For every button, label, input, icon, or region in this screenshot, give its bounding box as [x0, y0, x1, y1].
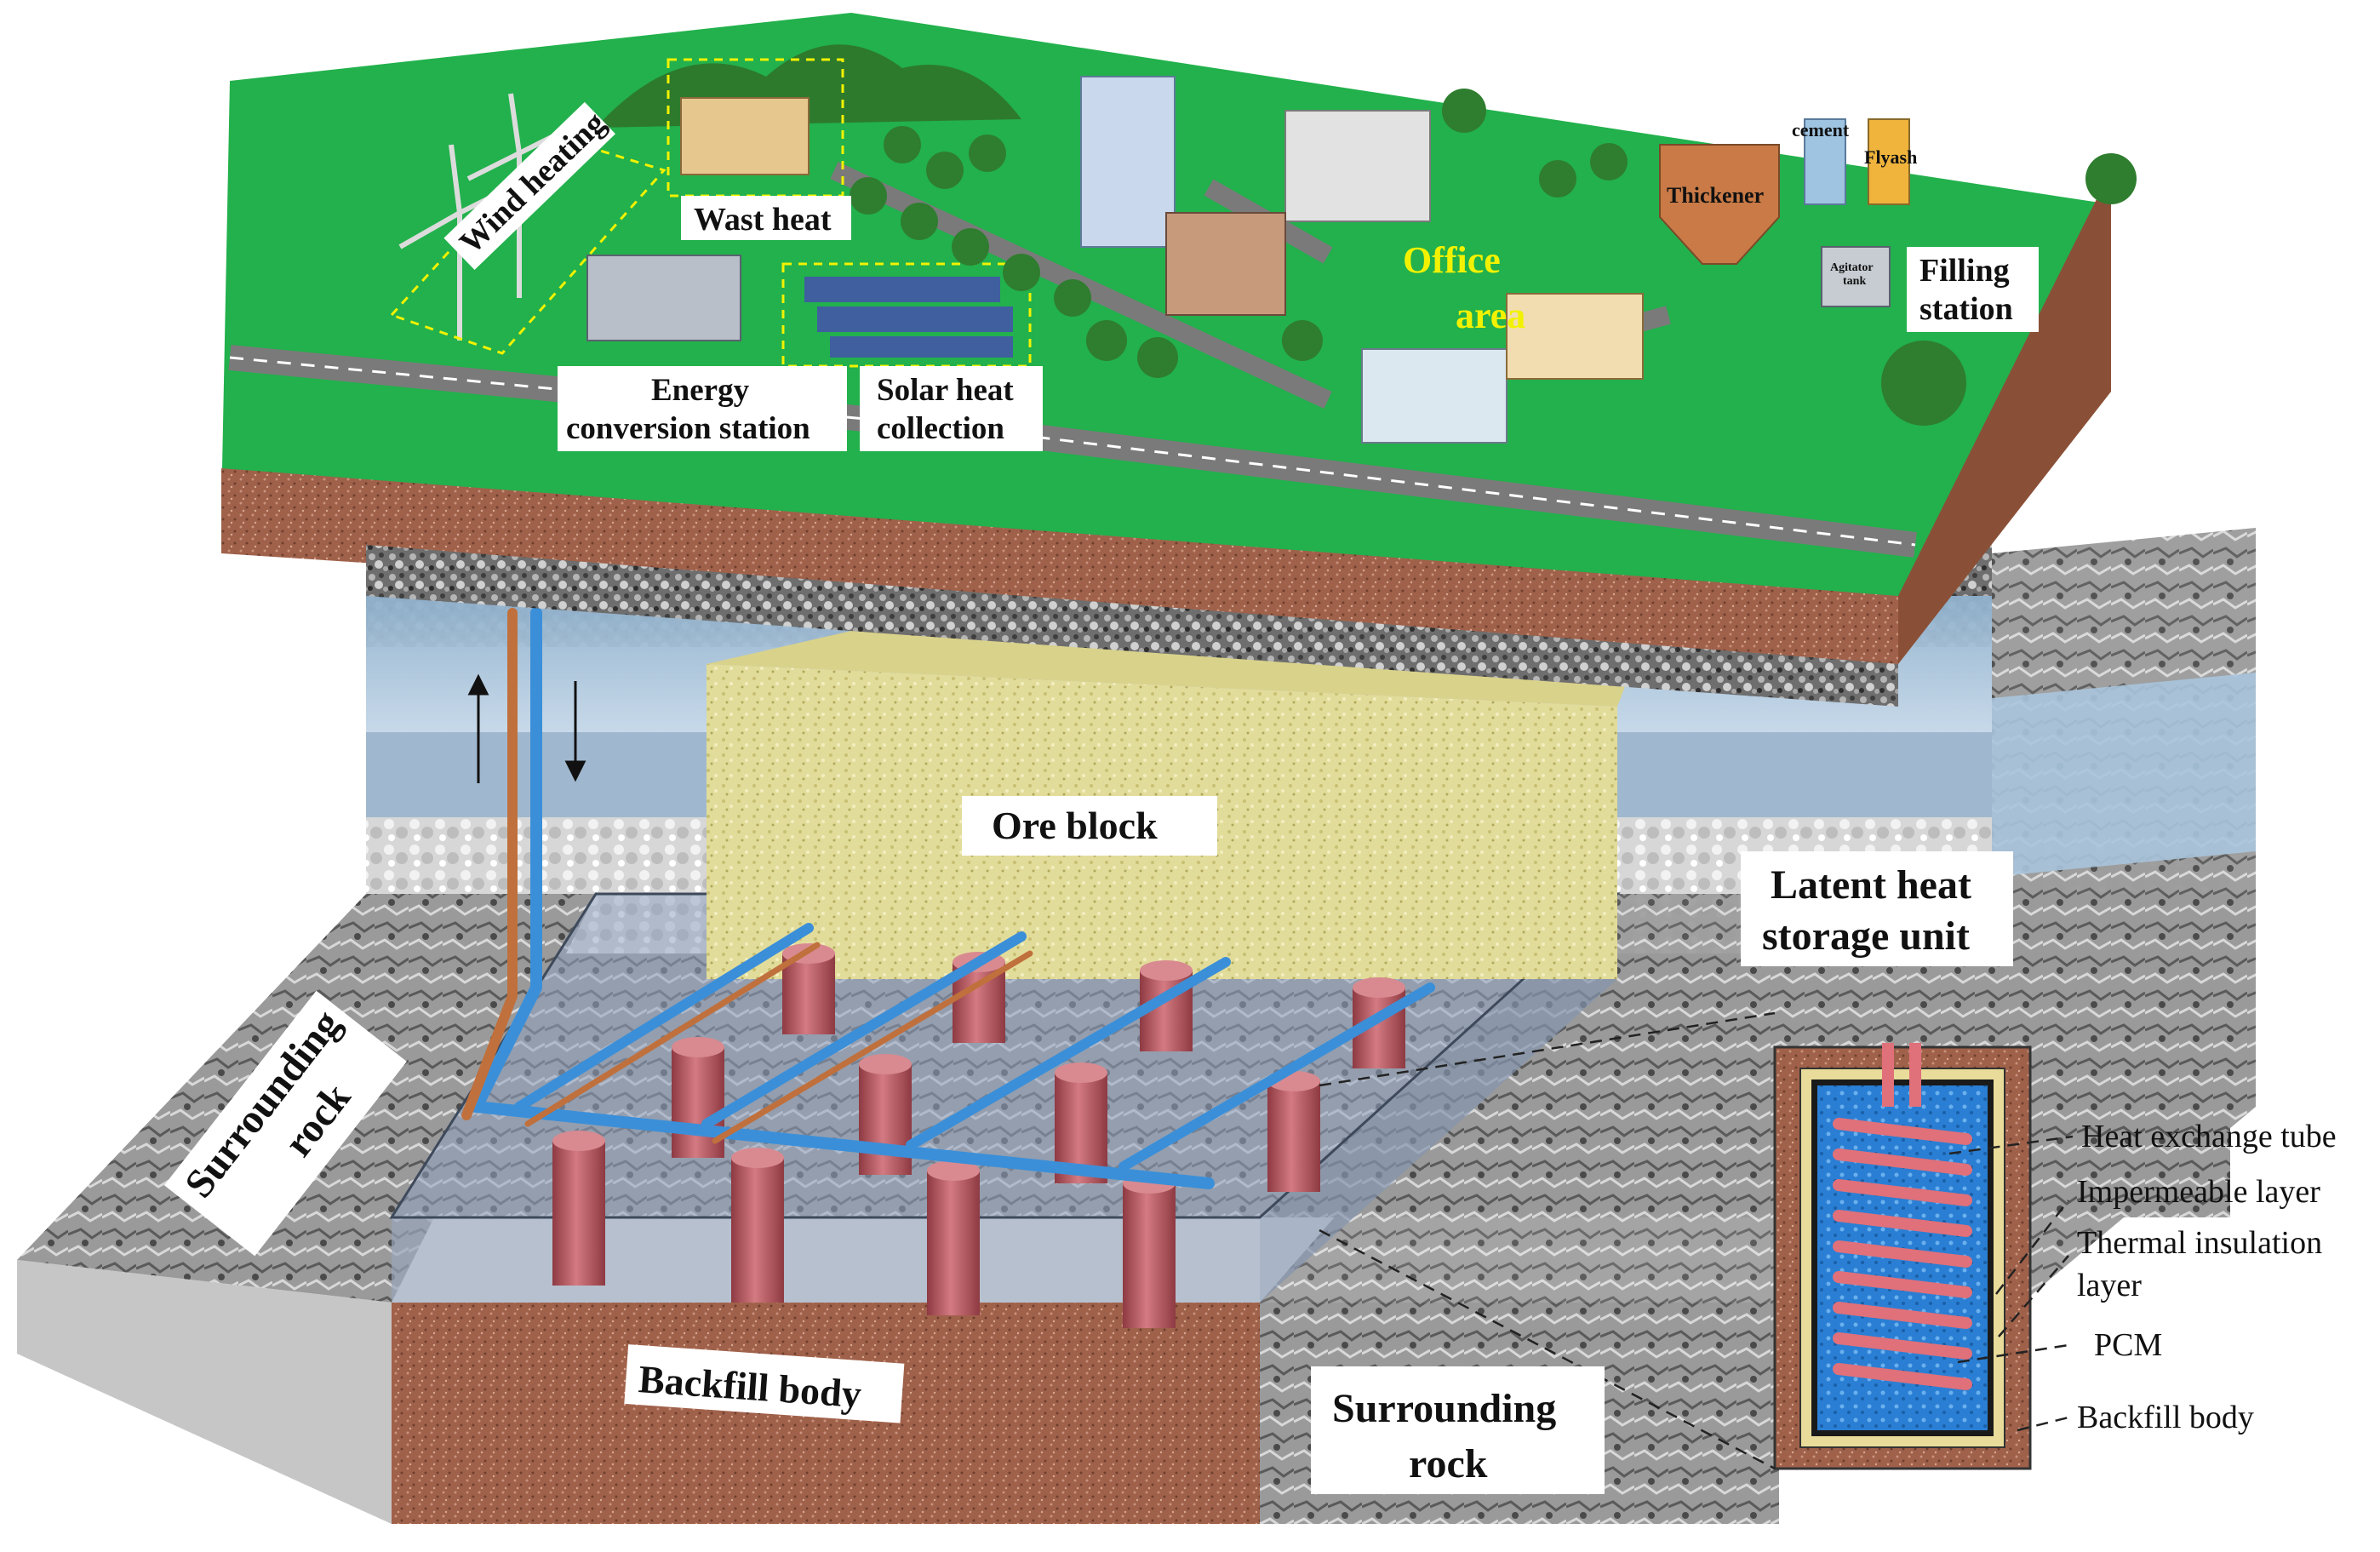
coil-segment: [1833, 1148, 1972, 1176]
coil-segment: [1833, 1332, 1972, 1360]
energy-station-building: [586, 255, 741, 341]
detail-legend: Heat exchange tube Impermeable layer The…: [2077, 1119, 2337, 1435]
wast-heat-highlight: [667, 58, 844, 198]
office-building-4: [1506, 293, 1644, 380]
flyash-label: Flyash: [1864, 146, 1917, 168]
thickener-tank: [1659, 144, 1780, 265]
coil-segment: [1833, 1210, 1972, 1237]
legend-heat-exchange-tube: Heat exchange tube: [2081, 1119, 2337, 1154]
backfill-box-front: [392, 1217, 1260, 1303]
callout-lines: [1319, 1011, 2074, 1470]
branch-pipe-4: [1118, 982, 1435, 1171]
storage-pillar: [552, 1141, 605, 1286]
cement-silo: [1804, 118, 1846, 205]
detail-panel: [1319, 1011, 2074, 1470]
return-pipe-brown: [461, 608, 518, 1120]
coil-segment: [1833, 1179, 1972, 1206]
agitator-label-line1: Agitator: [1830, 261, 1874, 274]
solar-panels: [781, 262, 1032, 368]
coil-segment: [1833, 1118, 1972, 1145]
soil-right-edge: [1898, 170, 2111, 664]
branch-pipe-2: [701, 931, 1027, 1129]
storage-pillar-cap: [1140, 960, 1193, 981]
storage-pillars: [552, 943, 1405, 1328]
coil-segment: [1833, 1363, 1972, 1390]
coil-segment: [1833, 1271, 1972, 1298]
underground-labels: Ore block Latent heat storage unit Surro…: [163, 796, 2013, 1494]
filling-station-label-line1: Filling: [1919, 253, 2010, 289]
legend-backfill-body: Backfill body: [2077, 1400, 2254, 1435]
legend-pcm: PCM: [2094, 1327, 2162, 1363]
main-road-dash: [229, 356, 1916, 547]
backfill-box-side: [1260, 894, 1617, 1303]
surrounding-rock-right-line2: rock: [1409, 1441, 1488, 1486]
solar-label-line2: collection: [877, 411, 1004, 446]
wast-heat-building: [680, 97, 810, 175]
flyash-silo: [1868, 118, 1910, 205]
office-building-1: [1284, 110, 1431, 222]
gravel-front: [366, 545, 1898, 707]
filling-station-label-line2: station: [1919, 291, 2013, 327]
trees: [850, 89, 2137, 426]
storage-pillar: [782, 954, 835, 1034]
cement-label: cement: [1792, 119, 1850, 140]
office-label-line2: area: [1456, 295, 1525, 336]
legend-thermal-insulation-line2: layer: [2077, 1268, 2142, 1303]
heat-exchange-coil: [1833, 1043, 1972, 1390]
right-side-aquifer: [1992, 673, 2256, 877]
energy-station-label-line2: conversion station: [566, 411, 810, 446]
latent-label-line2: storage unit: [1762, 913, 1970, 959]
office-building-3: [1361, 348, 1508, 444]
agitator-label-line2: tank: [1843, 275, 1866, 288]
office-building-2: [1165, 212, 1286, 316]
branch-pipe-3: [906, 957, 1231, 1150]
branch-pipe-1: [514, 923, 814, 1112]
left-rock-front: [17, 1260, 392, 1524]
storage-pillar-cap: [927, 1160, 980, 1181]
office-label-line1: Office: [1403, 239, 1501, 281]
flow-arrows: [467, 673, 586, 783]
storage-pillar-cap: [1353, 977, 1405, 998]
surface-objects: [389, 58, 2137, 444]
solar-label-line1: Solar heat: [877, 373, 1014, 408]
supply-pipe-blue: [467, 607, 1215, 1189]
coil-inlet: [1882, 1043, 1921, 1107]
wast-heat-label: Wast heat: [694, 202, 832, 238]
filling-station: [1659, 118, 1910, 307]
storage-pillar: [731, 1158, 784, 1303]
storage-pillar: [927, 1171, 980, 1315]
legend-thermal-insulation-line1: Thermal insulation: [2077, 1225, 2322, 1261]
pipe-network: [461, 607, 1435, 1189]
ore-block-label: Ore block: [992, 804, 1158, 847]
latent-label-line1: Latent heat: [1771, 862, 1971, 908]
agitator-tank: [1821, 246, 1891, 307]
branch-return-2: [712, 950, 1033, 1144]
storage-pillar: [1267, 1081, 1320, 1192]
storage-pillar-cap: [859, 1054, 912, 1074]
storage-pillar-cap: [731, 1148, 784, 1168]
storage-pillar: [859, 1064, 912, 1175]
coil-segment: [1833, 1240, 1972, 1268]
thickener-label: Thickener: [1667, 183, 1764, 208]
office-tower: [1080, 76, 1176, 248]
energy-station-label-line1: Energy: [651, 373, 750, 408]
storage-pillar-cap: [1055, 1062, 1107, 1083]
coil-segment: [1833, 1302, 1972, 1329]
storage-pillar: [1123, 1183, 1176, 1328]
legend-impermeable-layer: Impermeable layer: [2077, 1174, 2320, 1210]
branch-return-1: [524, 942, 821, 1127]
soil-front-edge: [221, 468, 1898, 664]
storage-pillar-cap: [552, 1131, 605, 1151]
surrounding-rock-right-line1: Surrounding: [1332, 1386, 1556, 1431]
storage-pillar-cap: [672, 1037, 724, 1057]
